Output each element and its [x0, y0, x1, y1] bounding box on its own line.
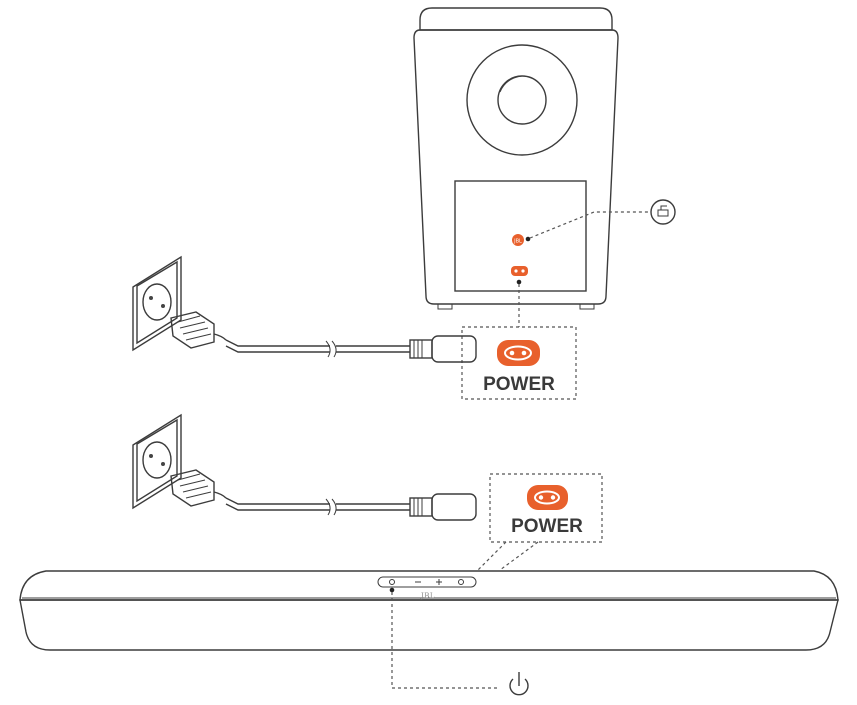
soundbar-power-callout: POWER — [489, 473, 603, 543]
soundbar-brand-logo: JBL — [420, 592, 435, 600]
ac-socket-icon-2 — [527, 485, 568, 510]
soundbar-source-button[interactable] — [458, 579, 464, 585]
woofer-driver — [466, 44, 578, 156]
iec-connector-soundbar — [409, 493, 477, 521]
soundbar-control-panel — [377, 576, 477, 588]
svg-text:JBL: JBL — [513, 239, 522, 245]
wall-outlet-icon — [132, 255, 182, 352]
subwoofer-power-callout: POWER — [461, 326, 577, 400]
soundbar-power-label: POWER — [511, 516, 583, 537]
subwoofer-power-label: POWER — [483, 374, 555, 395]
soundbar-power-button[interactable] — [389, 579, 395, 585]
wall-outlet-icon-2 — [132, 413, 182, 510]
iec-connector-subwoofer — [409, 335, 477, 363]
connect-icon — [650, 199, 676, 225]
power-icon — [509, 672, 529, 696]
power-plug-icon-2 — [170, 469, 227, 507]
soundbar: JBL — [19, 570, 839, 651]
ac-socket-icon — [497, 340, 540, 366]
power-plug-icon — [170, 311, 227, 349]
subwoofer-back-panel — [454, 180, 587, 292]
subwoofer: JBL — [413, 7, 619, 310]
subwoofer-power-socket[interactable] — [511, 266, 528, 276]
soundbar-volume-up-button[interactable] — [436, 579, 442, 585]
subwoofer-connect-button[interactable]: JBL — [512, 234, 524, 246]
